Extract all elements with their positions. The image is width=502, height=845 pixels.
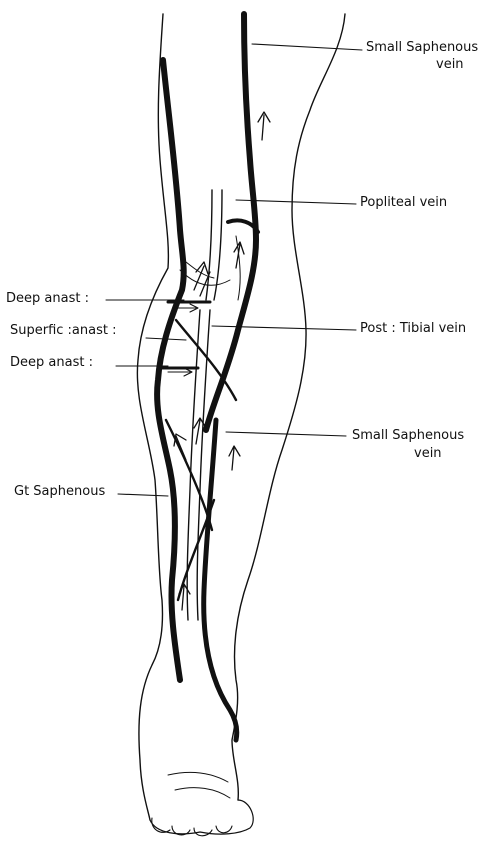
leader-small-saphenous-top [252,44,362,50]
toe-3 [194,828,212,836]
label-small-saphenous-top-line1: Small Saphenous [366,40,478,55]
label-gt-saphenous: Gt Saphenous [14,484,105,499]
label-deep-anast-upper: Deep anast : [6,291,89,306]
leader-gt-saphenous [118,494,168,496]
popliteal-pair-a [206,190,212,300]
label-superfic-anast: Superfic :anast : [10,323,117,338]
label-deep-anast-lower: Deep anast : [10,355,93,370]
flow-arrow-6 [194,262,208,290]
flow-arrow-1 [258,112,270,140]
ankle-line-2 [175,788,230,798]
leg-outline-left [137,14,168,820]
label-post-tibial-vein: Post : Tibial vein [360,321,466,336]
label-small-saphenous-mid-line2: vein [414,446,442,461]
foot-outline [150,800,253,834]
leader-post-tibial [212,326,356,330]
label-small-saphenous-top-line2: vein [436,57,464,72]
toe-4 [216,826,232,833]
flow-arrow-2 [229,446,240,470]
label-small-saphenous-mid-line1: Small Saphenous [352,428,464,443]
label-popliteal-vein: Popliteal vein [360,195,447,210]
flow-arrow-5 [174,434,186,460]
ankle-line [168,772,228,782]
